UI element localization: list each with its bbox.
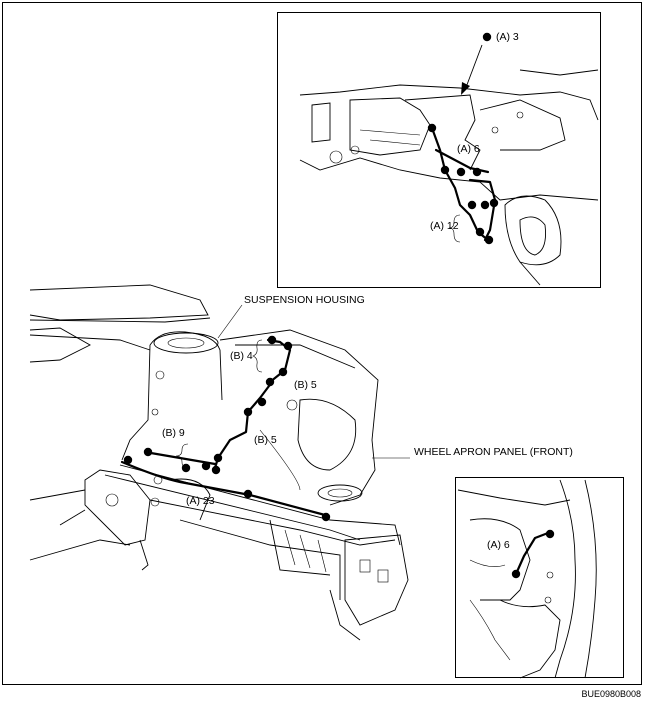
suspension-housing-label: SUSPENSION HOUSING [244, 294, 365, 306]
weld-callout-b9: (B) 9 [162, 427, 185, 439]
inset-top-callout-a3: (A) 3 [496, 31, 519, 43]
diagram-frame [2, 2, 642, 685]
spot-welds-main [123, 335, 331, 522]
inset-top-callout-a12: (A) 12 [430, 220, 459, 232]
spot-welds-inset-top [427, 32, 499, 245]
weld-callout-b5-lower: (B) 5 [254, 434, 277, 446]
inset-top-callout-a6: (A) 6 [457, 143, 480, 155]
wheel-apron-panel-front-label: WHEEL APRON PANEL (FRONT) [414, 446, 573, 458]
inset-bottom-callout-a6: (A) 6 [487, 539, 510, 551]
diagram-code: BUE0980B008 [581, 689, 641, 699]
weld-callout-b5-upper: (B) 5 [294, 379, 317, 391]
weld-callout-a23: (A) 23 [186, 495, 215, 507]
weld-callout-b4: (B) 4 [230, 350, 253, 362]
